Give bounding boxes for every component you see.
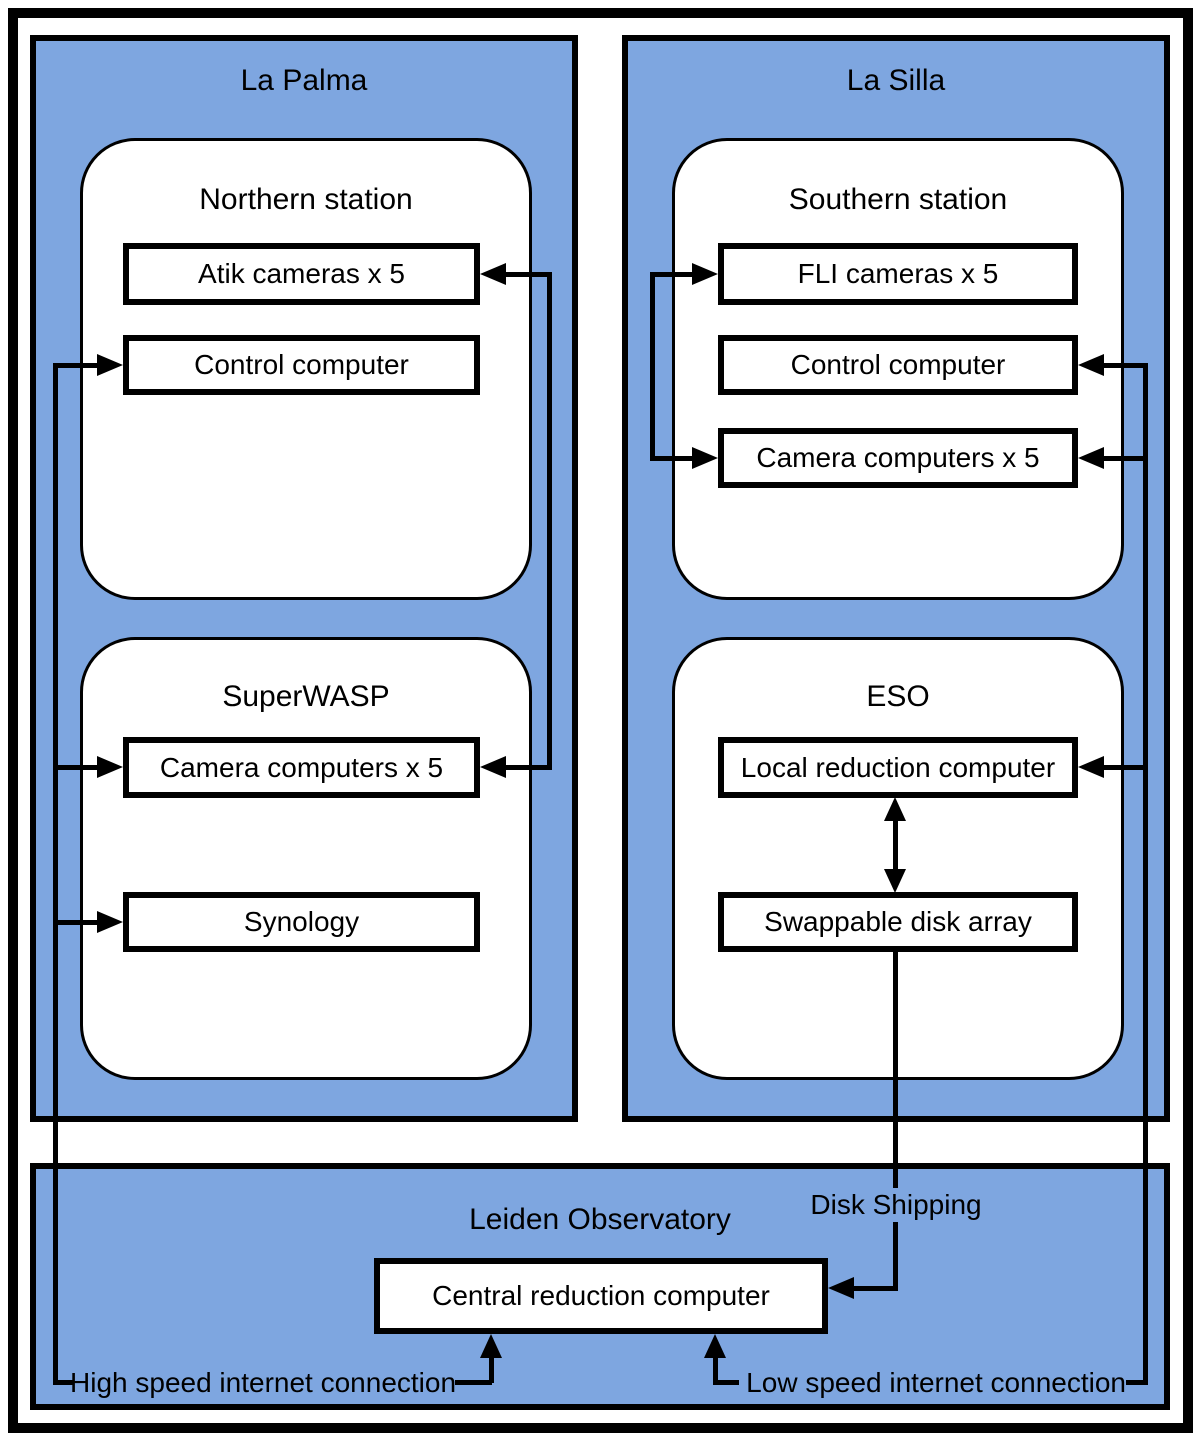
connector-to-fli <box>650 272 692 277</box>
arrowhead-high-speed-into-central <box>480 1334 502 1358</box>
arrowhead-into-camera-computers-south <box>692 447 718 469</box>
arrowhead-up-into-local-reduction <box>884 797 906 821</box>
connector-high-speed-to-central <box>455 1380 492 1385</box>
arrowhead-into-camera-computers-north <box>97 756 123 778</box>
arrowhead-into-control-north <box>97 354 123 376</box>
connector-to-local-reduction <box>1104 765 1148 770</box>
connector-low-speed-stub <box>1126 1380 1148 1385</box>
arrowhead-into-synology <box>97 911 123 933</box>
connector-high-speed-riser <box>489 1357 494 1383</box>
connector-silla-bracket <box>650 272 655 461</box>
arrowhead-into-control-south <box>1078 354 1104 376</box>
superwasp-title: SuperWASP <box>222 680 390 713</box>
connector-disk-shipping-vertical <box>893 952 898 1291</box>
connector-trunk-to-camera-computers-south <box>1104 456 1148 461</box>
node-control-computer-south: Control computer <box>718 335 1078 395</box>
arrowhead-bracket-into-camera-computers-north <box>480 756 506 778</box>
node-synology: Synology <box>123 892 480 952</box>
eso-title: ESO <box>866 680 930 713</box>
la-palma-title: La Palma <box>240 64 368 97</box>
arrowhead-low-speed-into-central <box>704 1334 726 1358</box>
southern-station-title: Southern station <box>788 183 1008 216</box>
connector-to-synology <box>53 920 99 925</box>
arrowhead-into-atik <box>480 263 506 285</box>
arrowhead-trunk-into-camera-computers-south <box>1078 447 1104 469</box>
arrowhead-into-fli <box>692 263 718 285</box>
connector-low-speed-to-central <box>713 1380 739 1385</box>
northern-station-title: Northern station <box>199 183 413 216</box>
connector-local-swappable <box>893 818 898 874</box>
node-atik-cameras: Atik cameras x 5 <box>123 243 480 305</box>
node-camera-computers-north: Camera computers x 5 <box>123 737 480 798</box>
low-speed-connection-label: Low speed internet connection <box>746 1367 1126 1398</box>
disk-shipping-label: Disk Shipping <box>779 1188 1013 1222</box>
arrowhead-into-local-reduction <box>1078 756 1104 778</box>
connector-to-atik <box>506 272 552 277</box>
node-fli-cameras: FLI cameras x 5 <box>718 243 1078 305</box>
connector-high-speed-trunk <box>53 363 58 1385</box>
outer-frame <box>8 8 1193 1433</box>
node-central-reduction-computer: Central reduction computer <box>374 1258 828 1334</box>
group-eso <box>672 637 1124 1080</box>
group-superwasp <box>80 637 532 1080</box>
connector-palma-bracket <box>547 272 552 770</box>
node-local-reduction-computer: Local reduction computer <box>718 737 1078 798</box>
high-speed-connection-label: High speed internet connection <box>70 1367 457 1398</box>
connector-to-control-north <box>53 363 99 368</box>
la-silla-title: La Silla <box>846 64 946 97</box>
connector-low-speed-trunk <box>1143 363 1148 1385</box>
connector-high-speed-stub <box>53 1380 73 1385</box>
arrowhead-down-into-swappable <box>884 869 906 893</box>
connector-bracket-to-camera-computers-north <box>506 765 552 770</box>
connector-to-camera-computers-south <box>650 456 692 461</box>
arrowhead-disk-shipping-into-central <box>828 1277 854 1299</box>
leiden-observatory-title: Leiden Observatory <box>469 1203 731 1236</box>
node-camera-computers-south: Camera computers x 5 <box>718 428 1078 488</box>
connector-to-camera-computers-north <box>53 765 99 770</box>
node-swappable-disk-array: Swappable disk array <box>718 892 1078 952</box>
connector-to-control-south <box>1104 363 1148 368</box>
connector-disk-shipping-horizontal <box>852 1286 896 1291</box>
node-control-computer-north: Control computer <box>123 335 480 395</box>
connector-low-speed-riser <box>713 1357 718 1383</box>
